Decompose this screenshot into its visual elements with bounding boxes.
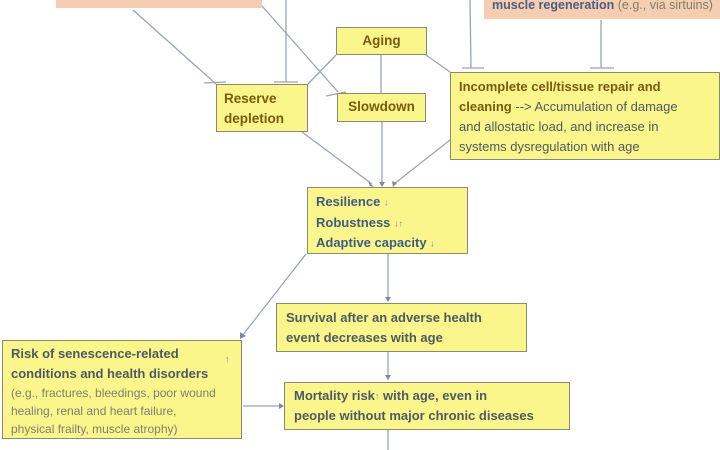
- risk-detail3: physical frailty, muscle atrophy): [11, 422, 178, 436]
- top-right-factor-box: muscle regeneration (e.g., via sirtuins): [484, 0, 720, 19]
- risk-detail1: (e.g., fractures, bleedings, poor wound: [11, 386, 216, 400]
- trend-arrow-icon: ↓↑: [394, 218, 404, 229]
- trend-arrow-icon: ↑: [374, 391, 380, 401]
- incomplete-bold2: cleaning: [459, 99, 512, 114]
- survival-box: Survival after an adverse health event d…: [276, 303, 527, 352]
- connector-aging-incomplete: [425, 54, 451, 73]
- robustness-item: Robustness ↓↑: [316, 214, 404, 230]
- arrowhead: [240, 332, 246, 339]
- aging-label: Aging: [362, 33, 401, 48]
- adaptive-capacity-item: Adaptive capacity ↓: [316, 235, 435, 251]
- mortality-part1: Mortality risk: [294, 388, 375, 403]
- mortality-box: Mortality risk↑ with age, even in people…: [284, 382, 570, 430]
- mortality-part2: with age, even in: [379, 388, 488, 403]
- trend-arrow-icon: ↓: [430, 238, 435, 249]
- trend-arrow-icon: ↓: [383, 197, 389, 208]
- top-left-factor-box: [56, 0, 262, 8]
- connector-reserve-resilience: [301, 131, 373, 185]
- top-right-normal: (e.g., via sirtuins): [617, 0, 713, 12]
- reserve-depletion-box: Reserve depletion: [216, 84, 308, 132]
- arrowhead: [385, 297, 391, 302]
- arrowhead: [385, 375, 391, 380]
- aging-box: Aging: [336, 27, 427, 55]
- risk-box: Risk of senescence-related ↑ conditions …: [2, 340, 242, 439]
- connector-resilience-risk: [241, 253, 307, 337]
- connector-vertical-incomplete: [469, 0, 472, 69]
- slowdown-label: Slowdown: [348, 99, 415, 114]
- risk-detail2: healing, renal and heart failure,: [11, 404, 177, 418]
- survival-line2: event decreases with age: [286, 330, 443, 345]
- incomplete-repair-box: Incomplete cell/tissue repair and cleani…: [450, 72, 720, 160]
- arrowhead: [379, 182, 385, 187]
- survival-line1: Survival after an adverse health: [286, 310, 482, 325]
- inhibit-bar: [203, 81, 227, 84]
- connector-topleft-slowdown: [261, 5, 339, 93]
- risk-line2: conditions and health disorders: [11, 366, 209, 381]
- connector-aging-reserve: [307, 54, 337, 85]
- connector-topleft-reserve: [132, 9, 217, 85]
- incomplete-line4: systems dysregulation with age: [459, 139, 640, 154]
- inhibit-bar: [325, 91, 347, 97]
- top-right-bold: muscle regeneration: [492, 0, 615, 12]
- resilience-item: Resilience ↓: [316, 194, 389, 209]
- incomplete-line1: Incomplete cell/tissue repair and: [459, 79, 661, 94]
- reserve-line2: depletion: [224, 111, 284, 126]
- connector-incomplete-resilience: [393, 139, 451, 185]
- trend-arrow-icon: ↑: [225, 354, 230, 364]
- resilience-box: Resilience ↓ Robustness ↓↑ Adaptive capa…: [307, 187, 468, 254]
- mortality-line2: people without major chronic diseases: [294, 408, 534, 423]
- reserve-line1: Reserve: [224, 91, 277, 106]
- risk-line1: Risk of senescence-related ↑: [11, 344, 241, 364]
- arrowhead: [392, 181, 397, 187]
- slowdown-box: Slowdown: [337, 93, 426, 122]
- incomplete-line3: and allostatic load, and increase in: [459, 119, 659, 134]
- arrowhead: [279, 403, 284, 409]
- arrowhead: [368, 181, 374, 187]
- incomplete-rest2: --> Accumulation of damage: [511, 99, 678, 114]
